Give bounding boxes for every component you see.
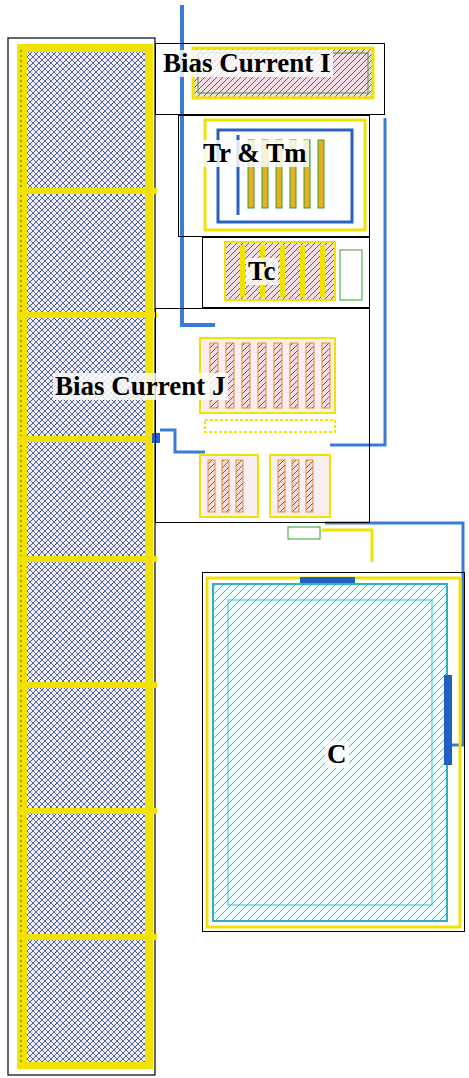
bias-j-transistor-part: [306, 460, 313, 512]
tc-transistor-part: [240, 245, 245, 297]
bias-j-transistor-part: [278, 460, 285, 512]
region-box: Bias Current I: [155, 43, 385, 115]
tc-transistor-part: [300, 245, 305, 297]
tr-tm-transistor-part: [318, 140, 324, 208]
bias-j-transistor-part: [200, 455, 258, 517]
tc-transistor: [225, 242, 362, 300]
bias-j-transistor-part: [288, 527, 320, 539]
region-label: C: [325, 741, 349, 768]
resistor-strip-part: [17, 556, 157, 562]
bias-j-transistor-part: [242, 343, 250, 408]
bias-j-transistor-part: [236, 460, 243, 512]
resistor-strip-part: [152, 433, 160, 443]
resistor-strip-part: [17, 808, 157, 814]
resistor-strip-part: [17, 188, 157, 194]
region-label: Tc: [246, 258, 278, 285]
region-box: C: [202, 572, 465, 932]
bias-j-transistor-part: [208, 460, 215, 512]
resistor-strip-part: [17, 436, 157, 442]
region-label: Tr & Tm: [201, 140, 309, 167]
resistor-strip-part: [17, 312, 157, 318]
bias-j-transistor-part: [270, 455, 330, 517]
region-label: Bias Current J: [53, 373, 228, 400]
resistor-strip-part: [17, 934, 157, 940]
tc-transistor-part: [340, 250, 362, 300]
tc-transistor-part: [320, 245, 325, 297]
bias-j-transistor-part: [306, 343, 314, 408]
capacitor: [207, 577, 460, 927]
bias-j-transistor-part: [258, 343, 266, 408]
tc-transistor-part: [280, 245, 285, 297]
bias-j-transistor-part: [222, 460, 229, 512]
region-label: Bias Current I: [161, 50, 333, 77]
tr-tm-transistor: [205, 120, 365, 230]
metal-wire-part: [160, 430, 205, 452]
region-box: Bias Current J: [155, 308, 370, 523]
bias-j-transistor-part: [290, 343, 298, 408]
capacitor-part: [444, 675, 452, 765]
bias-j-transistor-part: [205, 420, 335, 432]
capacitor-part: [228, 600, 432, 905]
bias-j-transistor: [200, 338, 335, 539]
capacitor-part: [213, 584, 447, 921]
bias-j-transistor-part: [274, 343, 282, 408]
capacitor-part: [207, 578, 460, 927]
resistor-strip-part: [17, 682, 157, 688]
metal-wire-part: [322, 530, 372, 562]
region-box: Tc: [202, 237, 370, 308]
metal-wire-part: [330, 118, 385, 445]
bias-j-transistor-part: [322, 343, 330, 408]
tc-transistor-part: [225, 242, 335, 300]
resistor-strip: [8, 38, 160, 1075]
capacitor-part: [300, 577, 355, 583]
tr-tm-transistor-part: [205, 120, 365, 230]
region-box: Tr & Tm: [178, 115, 370, 237]
bias-j-transistor-part: [292, 460, 299, 512]
